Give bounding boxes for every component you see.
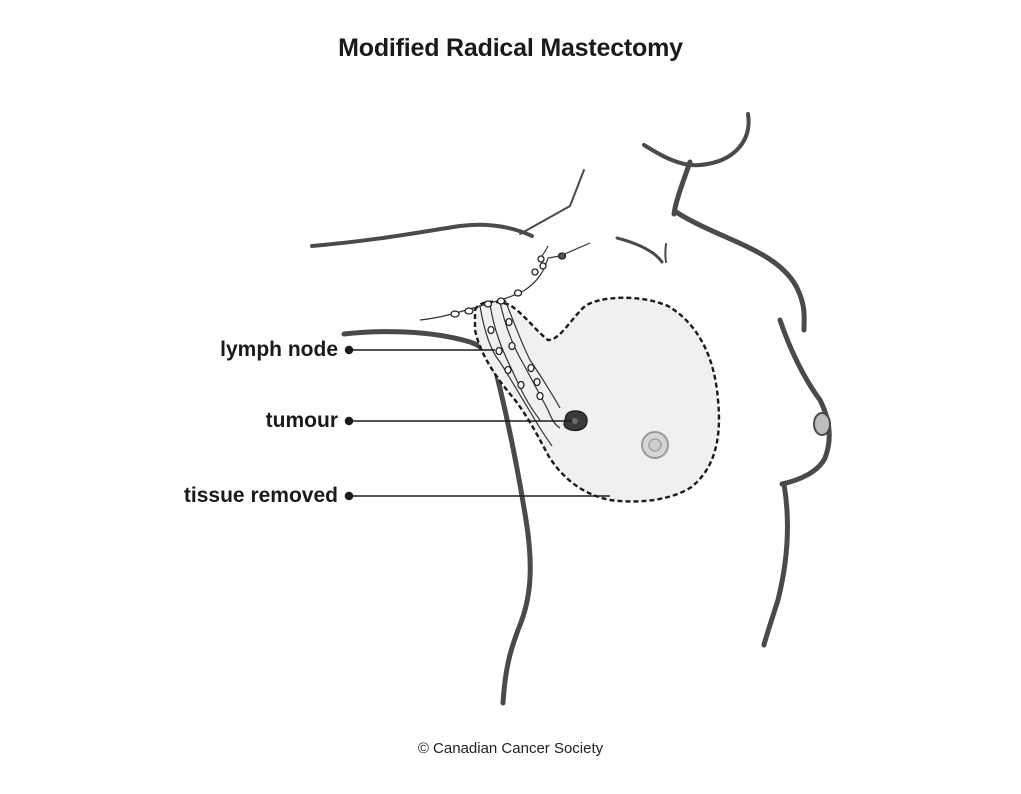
lymph-node [450,310,460,318]
lymph-node [517,380,525,390]
lymph-node [537,255,545,263]
diagram-title: Modified Radical Mastectomy [338,34,683,62]
leader-lines [344,345,610,501]
right-breast-line [777,317,832,487]
lymph-node [495,346,503,356]
neck-right-line [671,159,693,217]
lymph-node [533,377,541,387]
lymph-node [504,365,512,375]
copyright-notice: © Canadian Cancer Society [417,740,604,757]
lymph-node [487,325,495,335]
right-nipple [813,412,831,436]
lymph-nodes [450,252,567,401]
lymph-node [496,297,506,305]
lymph-node [527,363,535,373]
tumour [563,410,588,432]
label-tissue-removed: tissue removed [183,484,338,507]
collarbone-line [615,236,664,264]
tissue-removed-area [473,296,721,503]
neck-line [642,112,751,168]
nipple [641,431,669,459]
torso-right-line [761,481,790,648]
lymph-node [483,300,493,308]
label-lymph-node: lymph node [220,338,338,361]
trapezius-left-line [519,169,585,235]
label-tumour: tumour [265,409,338,432]
lymph-node [513,289,523,297]
lymph-node [536,391,544,401]
shoulder-right-line [673,209,807,333]
shoulder-left-line [310,222,534,248]
lymph-node [464,307,474,315]
torso-left-line [493,369,533,706]
lymph-node [539,262,547,270]
lymph-node [531,268,539,276]
sternum-notch-line [664,243,667,263]
lymph-node [557,252,567,260]
lymph-node [508,341,516,351]
lymph-node [505,317,513,327]
